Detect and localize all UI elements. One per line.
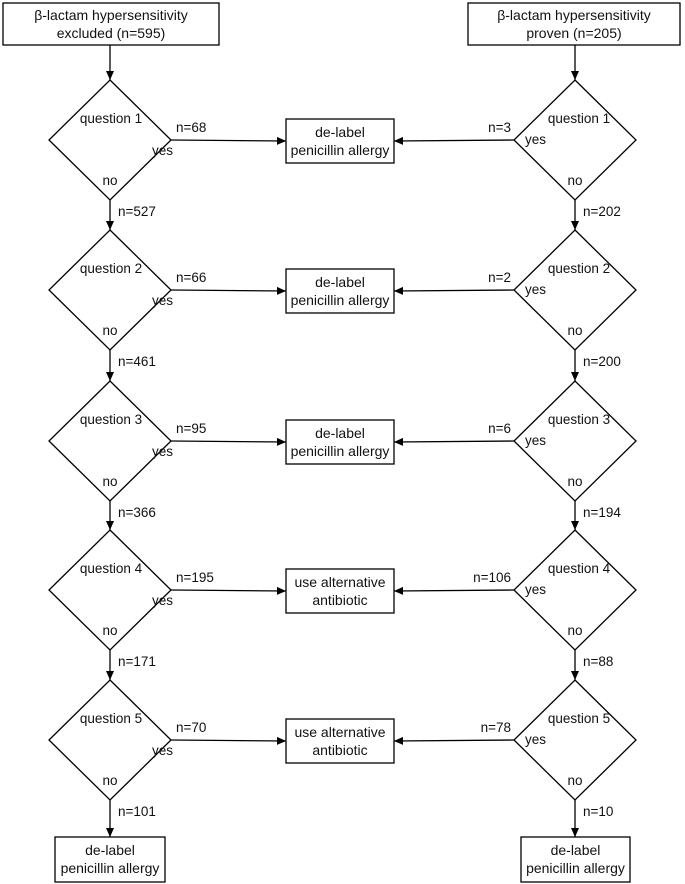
right-end-label-line1: de-label <box>551 842 601 858</box>
right-yes-arrow-5 <box>393 736 515 745</box>
right-start-box <box>467 2 681 46</box>
right-end-label-line2: penicillin allergy <box>526 860 625 876</box>
left-start-label-line2: excluded (n=595) <box>57 25 166 41</box>
left-no-3-label: no <box>102 474 117 489</box>
left-yes-4-label: yes <box>152 593 173 608</box>
right-no-count-1: n=202 <box>583 204 621 219</box>
outcome-box-1 <box>285 118 395 164</box>
right-yes-count-2: n=2 <box>488 270 511 285</box>
right-yes-1-label: yes <box>525 132 546 147</box>
left-decision-2 <box>48 229 172 351</box>
left-end-label-line2: penicillin allergy <box>61 860 160 876</box>
left-yes-2-label: yes <box>152 293 173 308</box>
right-question-5-label: question 5 <box>548 711 610 726</box>
left-yes-arrow-5 <box>170 736 287 745</box>
outcome-box-2 <box>285 268 395 314</box>
left-yes-count-3: n=95 <box>176 421 206 436</box>
right-question-2-label: question 2 <box>548 261 610 276</box>
right-yes-4-label: yes <box>525 582 546 597</box>
right-decision-4 <box>513 529 637 651</box>
right-decision-5 <box>513 679 637 801</box>
right-question-4-label: question 4 <box>548 561 611 576</box>
right-question-1-label: question 1 <box>548 111 610 126</box>
outcome-5-line2: antibiotic <box>312 742 367 758</box>
outcome-1-line2: penicillin allergy <box>291 142 390 158</box>
right-decision-2 <box>513 229 637 351</box>
right-yes-arrow-4 <box>393 586 515 595</box>
left-yes-count-1: n=68 <box>176 120 206 135</box>
right-no-5-label: no <box>567 773 582 788</box>
right-no-count-3: n=194 <box>583 505 621 520</box>
right-yes-arrow-1 <box>393 136 515 145</box>
right-question-3-label: question 3 <box>548 412 610 427</box>
outcome-box-5 <box>285 718 395 764</box>
left-no-2-label: no <box>102 323 117 338</box>
right-no-count-4: n=88 <box>583 654 613 669</box>
right-no-4-label: no <box>567 623 582 638</box>
left-end-label-line1: de-label <box>85 842 135 858</box>
outcome-2-line2: penicillin allergy <box>291 292 390 308</box>
left-yes-1-label: yes <box>152 143 173 158</box>
right-no-count-2: n=200 <box>583 354 621 369</box>
left-yes-5-label: yes <box>152 743 173 758</box>
right-no-count-5: n=10 <box>583 804 613 819</box>
left-no-count-4: n=171 <box>118 654 156 669</box>
right-yes-count-1: n=3 <box>488 120 511 135</box>
left-question-2-label: question 2 <box>80 261 142 276</box>
left-yes-arrow-3 <box>170 437 287 446</box>
left-start-box <box>2 2 220 46</box>
left-no-count-2: n=461 <box>118 354 156 369</box>
outcome-5-line1: use alternative <box>294 724 385 740</box>
left-question-5-label: question 5 <box>80 711 142 726</box>
right-yes-count-4: n=106 <box>473 570 511 585</box>
outcome-2-line1: de-label <box>315 274 365 290</box>
left-end-box <box>54 836 166 883</box>
left-decision-1 <box>48 79 172 201</box>
left-decision-4 <box>48 529 172 651</box>
right-no-1-label: no <box>567 173 582 188</box>
left-no-4-label: no <box>102 623 117 638</box>
left-yes-3-label: yes <box>152 444 173 459</box>
left-no-count-3: n=366 <box>118 505 156 520</box>
left-yes-arrow-2 <box>170 286 287 295</box>
left-no-1-label: no <box>102 173 117 188</box>
outcome-3-line2: penicillin allergy <box>291 443 390 459</box>
left-question-4-label: question 4 <box>80 561 143 576</box>
right-yes-5-label: yes <box>525 732 546 747</box>
right-start-label-line1: β-lactam hypersensitivity <box>497 7 651 23</box>
right-decision-1 <box>513 79 637 201</box>
left-no-count-5: n=101 <box>118 804 156 819</box>
left-question-1-label: question 1 <box>80 111 142 126</box>
left-decision-3 <box>48 380 172 502</box>
right-yes-2-label: yes <box>525 282 546 297</box>
right-yes-count-3: n=6 <box>488 421 511 436</box>
left-yes-arrow-1 <box>170 136 287 145</box>
left-question-3-label: question 3 <box>80 412 142 427</box>
right-yes-3-label: yes <box>525 433 546 448</box>
right-no-3-label: no <box>567 474 582 489</box>
left-yes-count-4: n=195 <box>176 570 214 585</box>
right-no-2-label: no <box>567 323 582 338</box>
outcome-4-line2: antibiotic <box>312 592 367 608</box>
right-yes-arrow-2 <box>393 286 515 295</box>
left-no-5-label: no <box>102 773 117 788</box>
right-yes-count-5: n=78 <box>481 720 511 735</box>
right-end-box <box>520 836 631 883</box>
right-yes-arrow-3 <box>393 437 515 446</box>
outcome-box-4 <box>285 568 395 614</box>
left-no-count-1: n=527 <box>118 204 156 219</box>
outcome-4-line1: use alternative <box>294 574 385 590</box>
left-decision-5 <box>48 679 172 801</box>
outcome-3-line1: de-label <box>315 425 365 441</box>
left-yes-arrow-4 <box>170 586 287 595</box>
left-start-label-line1: β-lactam hypersensitivity <box>34 7 188 23</box>
left-yes-count-2: n=66 <box>176 270 206 285</box>
right-start-label-line2: proven (n=205) <box>526 25 621 41</box>
outcome-1-line1: de-label <box>315 124 365 140</box>
outcome-box-3 <box>285 419 395 465</box>
left-yes-count-5: n=70 <box>176 720 206 735</box>
right-decision-3 <box>513 380 637 502</box>
